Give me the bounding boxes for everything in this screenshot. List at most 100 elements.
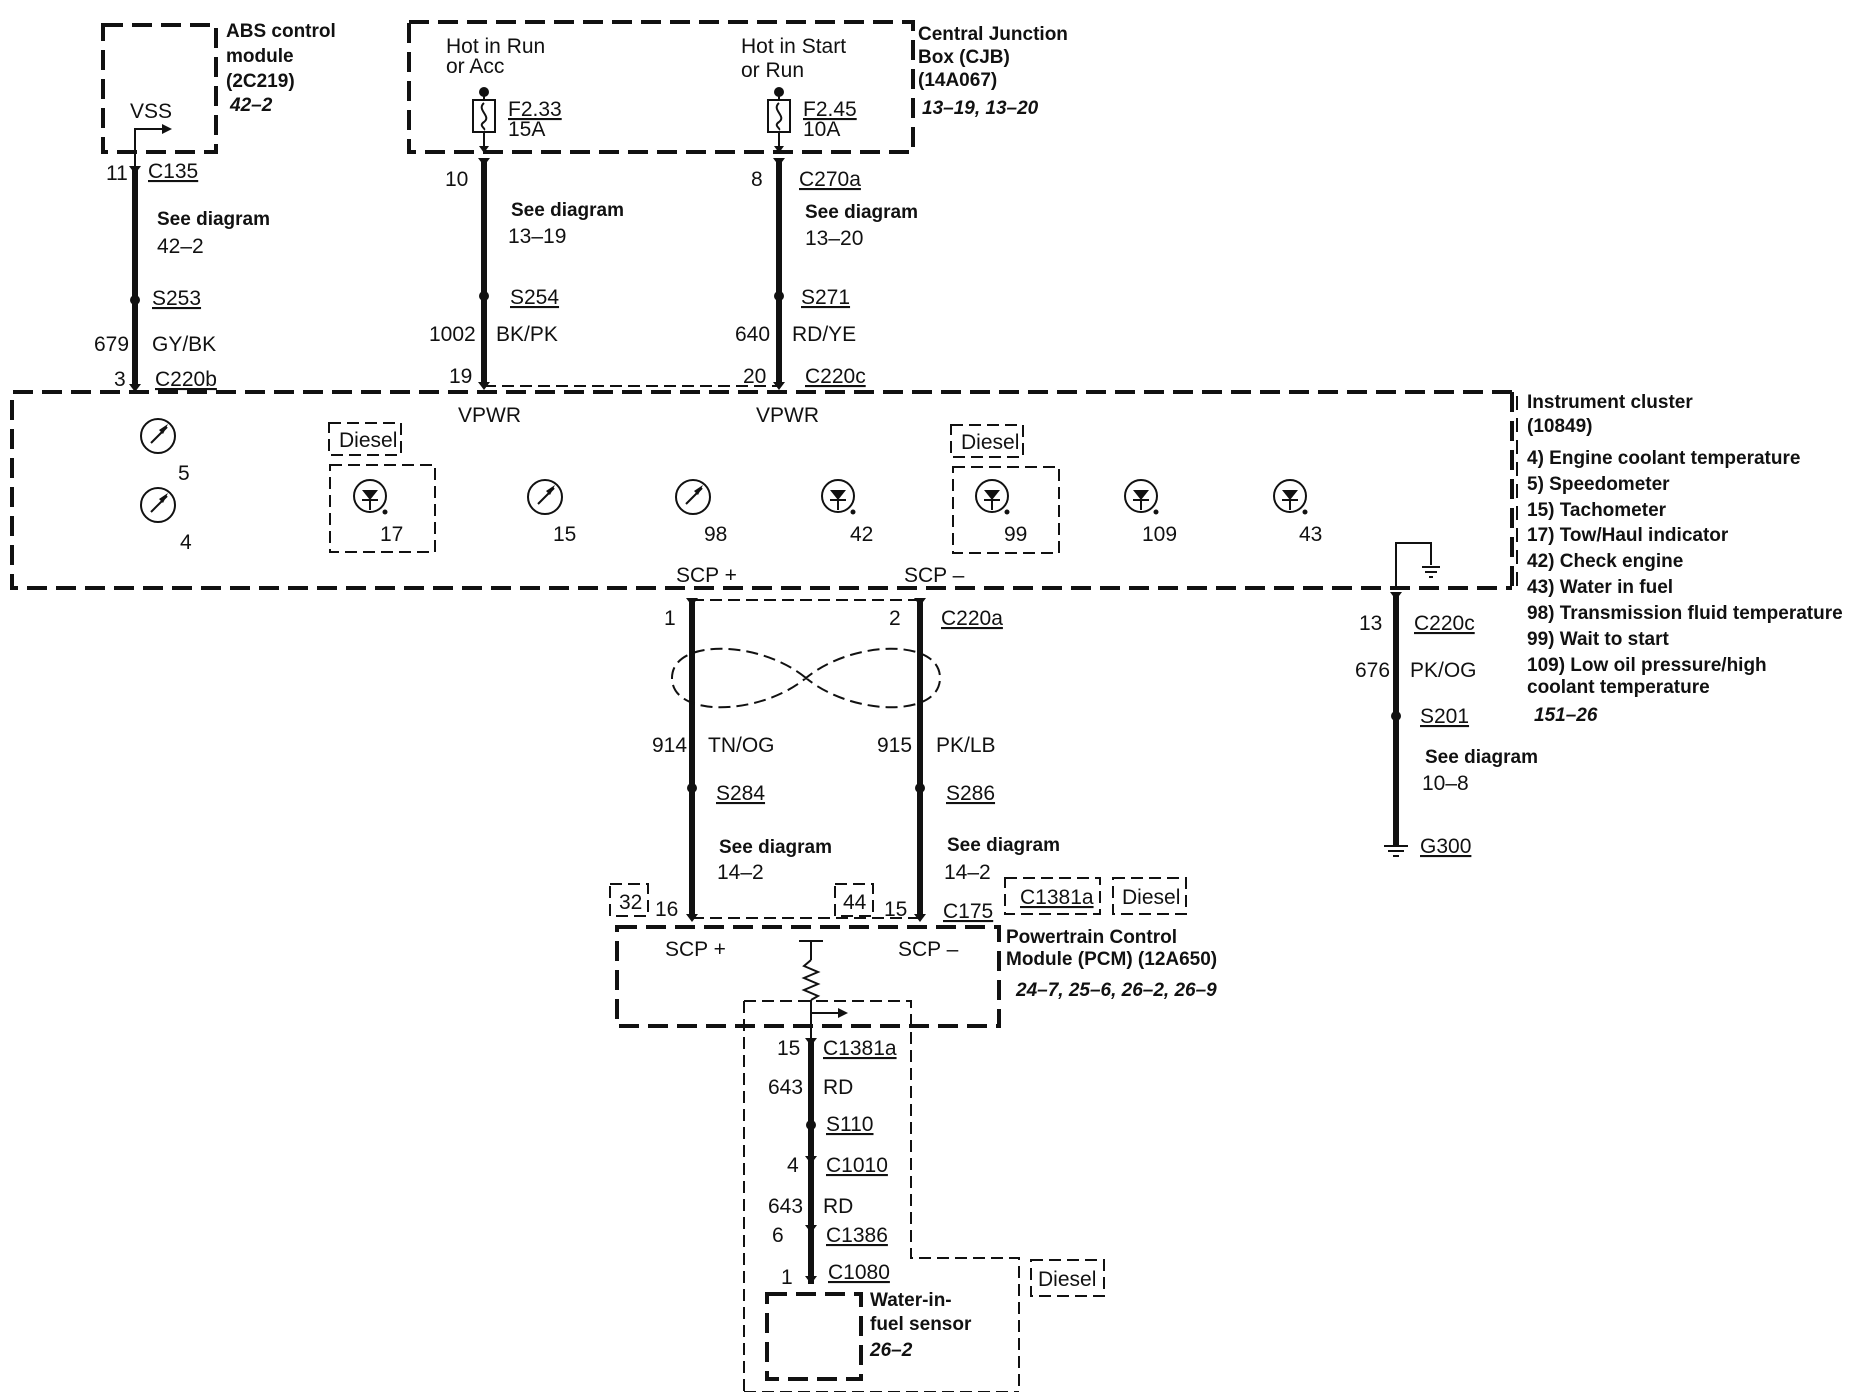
wif-title-2: fuel sensor — [870, 1314, 972, 1335]
wif-ref: 26–2 — [869, 1340, 913, 1361]
cluster-part: (10849) — [1527, 416, 1593, 437]
abs-vss-label: VSS — [130, 100, 172, 123]
fuse-f245-icon — [767, 87, 791, 153]
abs-part: (2C219) — [226, 71, 295, 92]
fuse-f233-rating: 15A — [508, 118, 545, 141]
lamp-num-42: 42 — [850, 523, 873, 546]
splice-s286: S286 — [946, 782, 995, 805]
gauge-num-98: 98 — [704, 523, 727, 546]
cjb-title-1: Central Junction — [918, 24, 1068, 45]
f233-pin-bottom: 19 — [449, 365, 472, 388]
scp-plus-pin-top: 1 — [664, 607, 676, 630]
f233-pin-top: 10 — [445, 168, 468, 191]
cjb-right-supply-2: or Run — [741, 59, 804, 82]
pcm-box-44: 44 — [843, 891, 867, 914]
scp-minus-see-ref: 14–2 — [944, 861, 991, 884]
ground-g300: G300 — [1420, 835, 1471, 858]
legend-item: 42) Check engine — [1527, 551, 1683, 572]
legend-item: 17) Tow/Haul indicator — [1527, 525, 1729, 546]
fuse-f233-icon — [472, 87, 496, 153]
wif-wire-color-2: RD — [823, 1195, 853, 1218]
abs-see-ref: 42–2 — [157, 235, 204, 258]
f245-pin-bottom: 20 — [743, 365, 766, 388]
fuse-f245-rating: 10A — [803, 118, 840, 141]
gauge-num-15: 15 — [553, 523, 576, 546]
pcm-title-1: Powertrain Control — [1006, 927, 1177, 948]
legend-item: 4) Engine coolant temperature — [1527, 448, 1800, 469]
wire-f233-vpwr: 10 See diagram 13–19 S254 1002 BK/PK 19 — [429, 158, 624, 390]
connector-c1010: C1010 — [826, 1154, 888, 1177]
connector-c220a: C220a — [941, 607, 1003, 630]
wif-pin-2: 4 — [787, 1154, 799, 1177]
cluster-vpwr-2: VPWR — [756, 404, 819, 427]
wif-circuit-1: 643 — [768, 1076, 803, 1099]
pcm-scp-plus: SCP + — [665, 938, 726, 961]
cluster-vpwr-1: VPWR — [458, 404, 521, 427]
splice-s201: S201 — [1420, 705, 1469, 728]
connector-c135: C135 — [148, 160, 198, 183]
scp-plus-see-ref: 14–2 — [717, 861, 764, 884]
diesel-tag-lamp17: Diesel — [339, 429, 397, 452]
lamp-check-engine-icon — [821, 479, 856, 515]
wif-title-1: Water-in- — [870, 1290, 952, 1311]
cluster-ref: 151–26 — [1534, 705, 1598, 726]
gauge-speedometer-icon — [140, 418, 176, 454]
abs-wire-color: GY/BK — [152, 333, 216, 356]
ground-wire-color: PK/OG — [1410, 659, 1477, 682]
abs-control-module: ABS control module (2C219) 42–2 VSS — [101, 21, 336, 168]
wire-cluster-ground: 13 C220c 676 PK/OG S201 See diagram 10–8… — [1355, 592, 1538, 858]
f245-pin-top: 8 — [751, 168, 763, 191]
lamp-tow-haul-icon — [353, 479, 388, 515]
connector-c220b: C220b — [155, 368, 217, 391]
pcm-box-32: 32 — [619, 891, 642, 914]
diesel-tag-c1381a: Diesel — [1122, 886, 1180, 909]
scp-plus-circuit: 914 — [652, 734, 687, 757]
connector-c1381a: C1381a — [823, 1037, 897, 1060]
wif-pin-4: 1 — [781, 1266, 793, 1289]
lamp-wait-to-start-icon — [975, 479, 1010, 515]
lamp-num-109: 109 — [1142, 523, 1177, 546]
lamp-num-43: 43 — [1299, 523, 1322, 546]
legend-item: 99) Wait to start — [1527, 629, 1669, 650]
instrument-cluster: VPWR VPWR 5 4 15 98 Diesel — [10, 390, 1843, 726]
scp-plus-see-diagram: See diagram — [719, 837, 832, 858]
splice-s254: S254 — [510, 286, 559, 309]
abs-title-2: module — [226, 46, 294, 67]
connector-c1080: C1080 — [828, 1261, 890, 1284]
lamp-num-99: 99 — [1004, 523, 1027, 546]
cluster-scp-plus: SCP + — [676, 564, 737, 587]
wif-circuit-2: 643 — [768, 1195, 803, 1218]
connector-c220c-bottom: C220c — [1414, 612, 1475, 635]
pcm-scp-minus: SCP – — [898, 938, 959, 961]
cluster-legend: 4) Engine coolant temperature 5) Speedom… — [1527, 448, 1843, 698]
f233-circuit: 1002 — [429, 323, 476, 346]
scp-plus-wire-color: TN/OG — [708, 734, 775, 757]
f233-see-ref: 13–19 — [508, 225, 566, 248]
cjb-left-supply-1: Hot in Run — [446, 35, 545, 58]
resistor-icon — [799, 940, 848, 1044]
lamp-water-in-fuel-icon — [1273, 479, 1308, 515]
abs-ref: 42–2 — [229, 95, 273, 116]
fuse-f233-name: F2.33 — [508, 98, 562, 121]
gauge-num-5: 5 — [178, 462, 190, 485]
twisted-pair-symbol — [670, 647, 942, 709]
abs-title-1: ABS control — [226, 21, 336, 42]
splice-s271: S271 — [801, 286, 850, 309]
f245-circuit: 640 — [735, 323, 770, 346]
wire-water-in-fuel: 15 C1381a 643 RD S110 4 C1010 643 RD 6 C… — [768, 1037, 897, 1289]
legend-item: 5) Speedometer — [1527, 474, 1670, 495]
pcm-title-2: Module (PCM) (12A650) — [1006, 949, 1217, 970]
abs-pin-top: 11 — [106, 162, 128, 185]
wire-abs-vss: 11 C135 See diagram 42–2 S253 679 GY/BK … — [94, 160, 270, 392]
scp-minus-pin-bottom: 15 — [884, 898, 907, 921]
f245-wire-color: RD/YE — [792, 323, 856, 346]
cjb-title-2: Box (CJB) — [918, 47, 1010, 68]
lamp-num-17: 17 — [380, 523, 403, 546]
connector-c220c-top: C220c — [805, 365, 866, 388]
abs-pin-bottom: 3 — [114, 368, 126, 391]
splice-s110: S110 — [826, 1113, 874, 1136]
scp-minus-wire-color: PK/LB — [936, 734, 996, 757]
legend-item: 43) Water in fuel — [1527, 577, 1673, 598]
connector-c1386: C1386 — [826, 1224, 888, 1247]
